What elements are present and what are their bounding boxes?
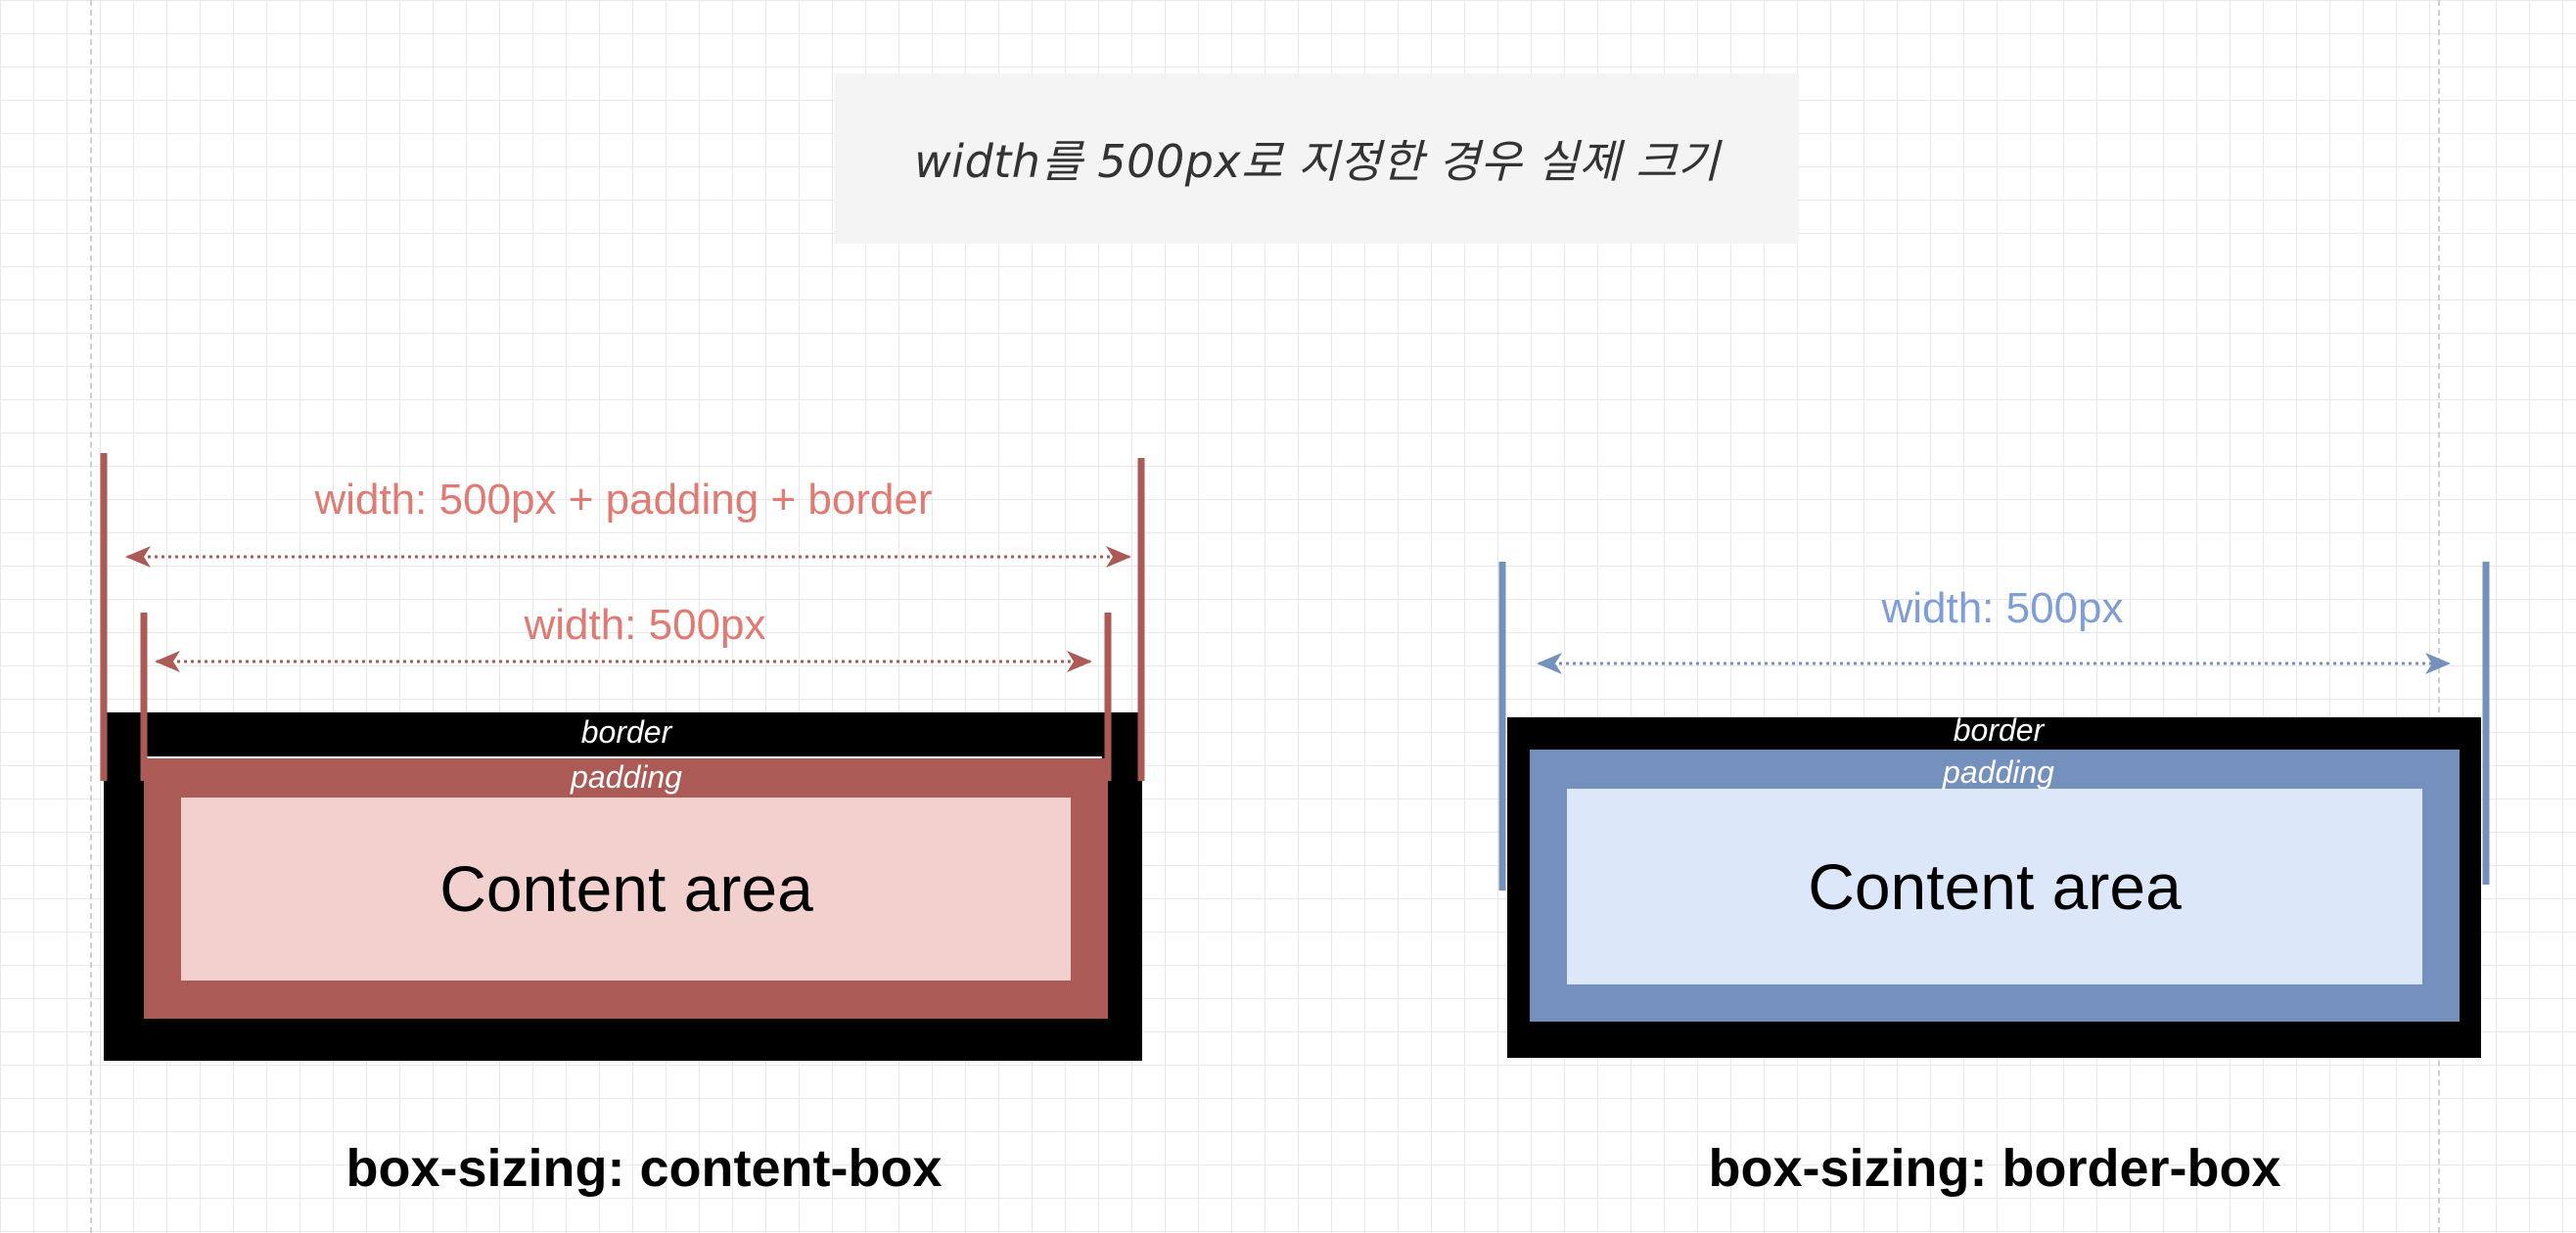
border-box-dimension-label: width: 500px xyxy=(1881,584,2124,632)
content-box-content-area xyxy=(181,798,1071,981)
border-box-caption: box-sizing: border-box xyxy=(1708,1139,2281,1198)
border-box-border-label: border xyxy=(1953,712,2045,748)
border-box-padding-label: padding xyxy=(1943,754,2054,790)
border-box-content-area xyxy=(1567,789,2422,984)
content-box-caption: box-sizing: content-box xyxy=(345,1139,943,1198)
content-box-padding-label: padding xyxy=(571,759,682,795)
border-box-content-label: Content area xyxy=(1808,850,2182,923)
content-box-content-label: Content area xyxy=(439,852,813,925)
guide-line-right xyxy=(2438,0,2440,1233)
title-banner: width를 500px로 지정한 경우 실제 크기 xyxy=(835,73,1799,244)
content-box-outer-dimension-label: width: 500px + padding + border xyxy=(314,476,933,524)
content-box-inner-dimension-label: width: 500px xyxy=(524,601,766,649)
diagram-title: width를 500px로 지정한 경우 실제 크기 xyxy=(914,135,1720,188)
content-box-border-label: border xyxy=(580,714,672,750)
guide-line-left xyxy=(90,0,92,1233)
